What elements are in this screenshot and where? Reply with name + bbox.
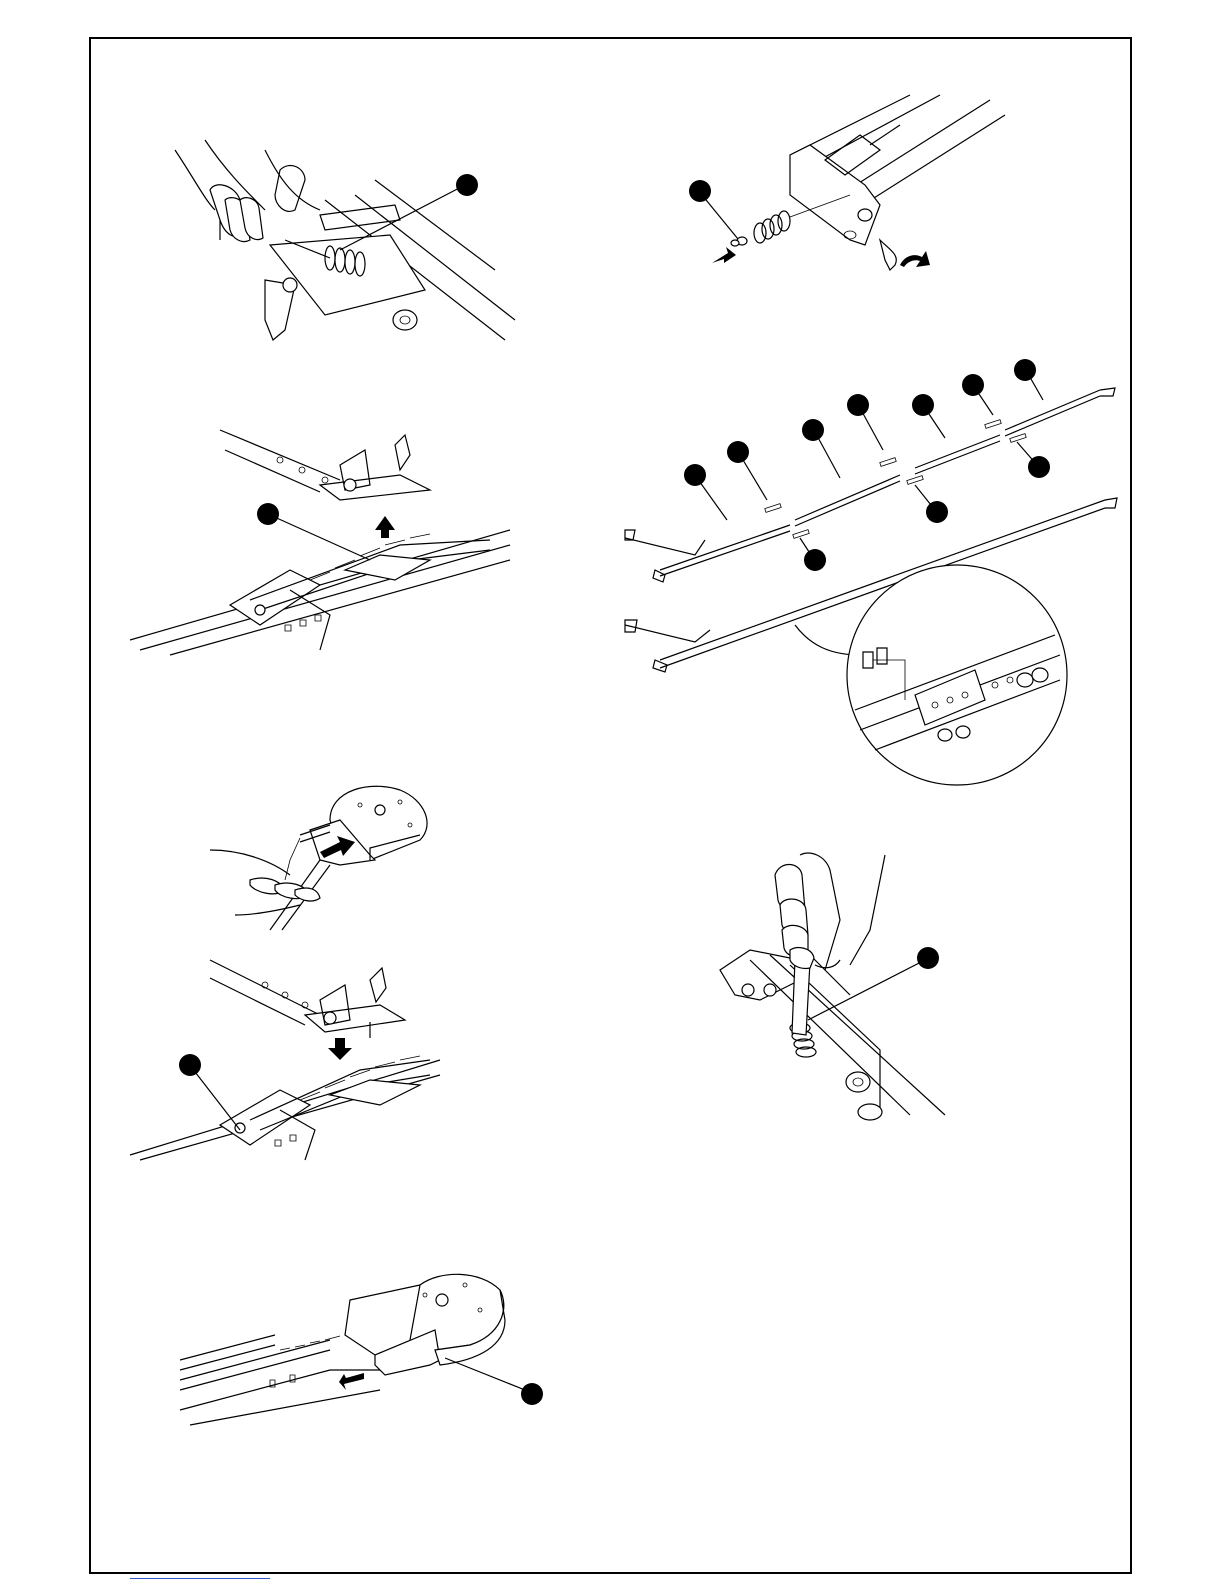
figure-head-pull-off	[180, 1270, 550, 1435]
callout-dot	[257, 503, 279, 525]
callout-dot	[521, 1383, 543, 1405]
callout-dot	[917, 947, 939, 969]
callout-dot	[179, 1054, 201, 1076]
figure-rail-assembly	[615, 360, 1120, 780]
figure-spring-exploded	[690, 95, 1005, 275]
lift-arrow-icon	[375, 516, 395, 538]
bracket-drawing	[220, 430, 430, 500]
detail-inset	[847, 565, 1067, 785]
wrench-drawing	[792, 960, 810, 1035]
figure-spring-removal	[165, 140, 515, 345]
figure-chain-insert	[210, 780, 440, 930]
callout-leader	[192, 1068, 240, 1130]
hand-drawing	[175, 140, 320, 242]
figure-carriage-install	[130, 960, 440, 1160]
callout-leader	[702, 195, 738, 239]
callout-leader	[270, 515, 370, 560]
callout-leader	[445, 1358, 530, 1392]
rail-with-chain-drawing	[130, 1056, 440, 1160]
callout-dot	[456, 174, 478, 196]
footer-link-rule	[130, 1578, 270, 1579]
tab-drawing	[880, 240, 896, 270]
rail-drawing	[720, 950, 945, 1120]
lower-arrow-icon	[328, 1038, 352, 1060]
rail-with-chain-drawing	[130, 530, 510, 655]
push-arrow-icon	[712, 247, 736, 263]
callout-leader	[340, 185, 465, 250]
figure-spring-tighten	[710, 850, 955, 1120]
callout-dot	[689, 180, 711, 202]
figure-carriage-lift	[130, 430, 510, 655]
rail-drawing	[790, 95, 1005, 245]
hand-drawing	[775, 853, 885, 970]
rotate-arrow-icon	[900, 251, 930, 267]
bracket-drawing	[210, 960, 405, 1032]
head-unit-drawing	[345, 1274, 505, 1375]
pull-arrow-icon	[339, 1373, 364, 1390]
rail-drawing	[265, 180, 515, 340]
